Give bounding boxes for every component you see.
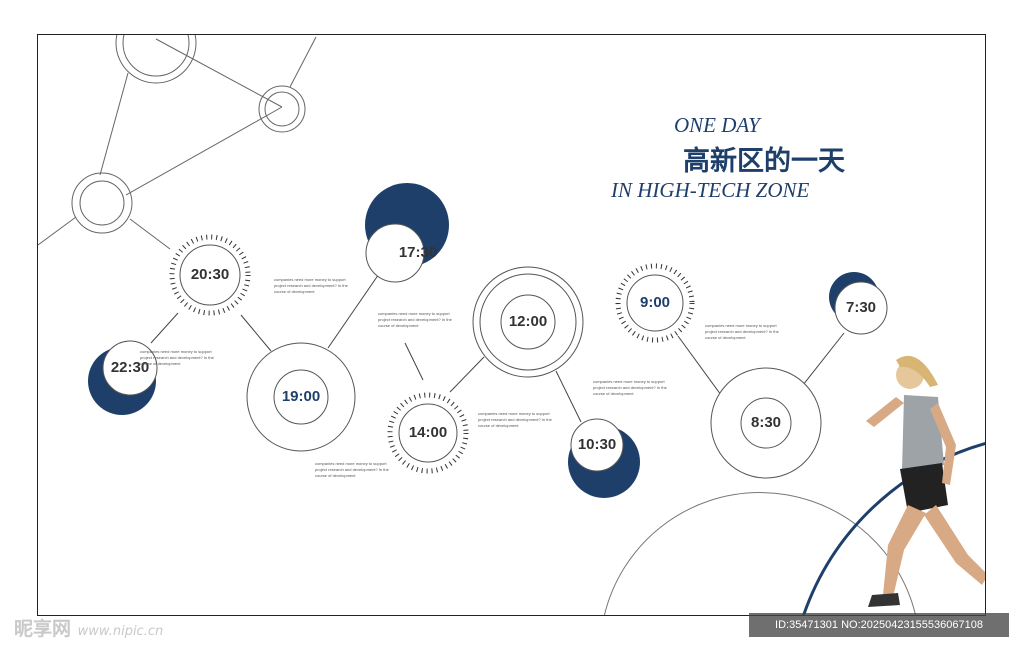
- note-text: companies need more money to support pro…: [593, 379, 667, 396]
- note-text: companies need more money to support pro…: [315, 461, 389, 478]
- time-label: 20:30: [190, 266, 230, 283]
- time-label: 14:00: [408, 424, 448, 441]
- note-text: companies need more money to support pro…: [478, 411, 552, 428]
- time-label: 8:30: [750, 414, 782, 431]
- note-text: companies need more money to support pro…: [274, 277, 348, 294]
- heading-high-tech: IN HIGH-TECH ZONE: [611, 178, 810, 202]
- watermark-logo-text: 昵享网: [14, 618, 72, 640]
- time-circles: [102, 223, 888, 479]
- watermark-id: ID:35471301 NO:20250423155536067108: [749, 613, 1009, 637]
- watermark-logo: 昵享网 www.nipic.cn: [14, 614, 163, 641]
- note-text: companies need more money to support pro…: [140, 349, 214, 366]
- note-text: companies need more money to support pro…: [378, 311, 452, 328]
- time-label: 10:30: [577, 436, 617, 453]
- watermark-url: www.nipic.cn: [77, 624, 164, 639]
- network-decoration: [38, 35, 317, 250]
- connector-lines: [150, 267, 845, 423]
- timeline-graphic: [38, 35, 985, 615]
- time-label: 19:00: [281, 388, 321, 405]
- time-label: 17:30: [398, 244, 438, 261]
- note-text: companies need more money to support pro…: [705, 323, 779, 340]
- heading-one-day: ONE DAY: [674, 113, 760, 137]
- time-label: 9:00: [639, 294, 671, 311]
- time-label: 12:00: [508, 313, 548, 330]
- time-label: 22:30: [110, 359, 150, 376]
- poster-frame: 20:30 17:30 22:30 19:00 12:00 14:00 10:3…: [37, 34, 986, 616]
- runner-figure: [866, 355, 985, 607]
- time-label: 7:30: [845, 299, 877, 316]
- heading-chinese: 高新区的一天: [683, 146, 845, 177]
